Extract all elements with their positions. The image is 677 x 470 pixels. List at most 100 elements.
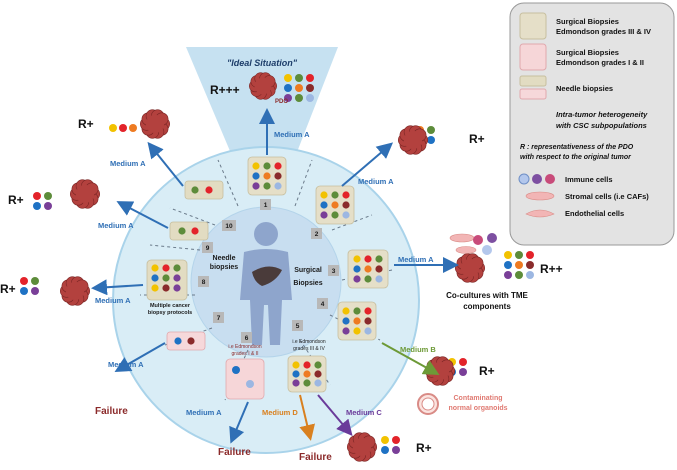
- result-5: R+: [416, 441, 432, 455]
- sector-number-10: 10: [225, 223, 233, 230]
- arrow-4: [381, 342, 440, 375]
- medium-label-10: Medium A: [110, 159, 146, 168]
- medium-label-5-purple: Medium C: [346, 408, 382, 417]
- legend-surgical-low-2: Edmondson grades I & II: [556, 58, 644, 67]
- box-cell: [173, 284, 181, 292]
- legend-endothelial: Endothelial cells: [565, 209, 624, 218]
- output-cell: [44, 192, 52, 200]
- box-cell: [263, 182, 271, 190]
- sector-number-2: 2: [315, 231, 319, 238]
- box-cell: [162, 274, 170, 282]
- legend-immune-cell-3: [545, 174, 555, 184]
- result-labels: R+++ PDO R+ R++ R+ R+ Failure Failure Fa…: [0, 83, 563, 463]
- output-cell: [31, 277, 39, 285]
- output-cell: [515, 261, 523, 269]
- needle-center-label-1: Needle: [213, 255, 236, 262]
- box-cell: [342, 201, 350, 209]
- legend-box: [509, 2, 675, 246]
- legend-stromal-icon: [525, 191, 555, 201]
- box-cell: [252, 182, 260, 190]
- legend-surgical-high-swatch: [519, 12, 547, 40]
- legend-endothelial-icon: [525, 209, 555, 218]
- sector-number-5: 5: [296, 323, 300, 330]
- box-cell: [342, 317, 350, 325]
- box-cell: [375, 265, 383, 273]
- output-cell: [306, 74, 314, 82]
- box-cell: [314, 370, 322, 378]
- medium-label-4: Medium B: [400, 345, 436, 354]
- box-cell: [274, 162, 282, 170]
- coculture-label-2: components: [463, 302, 511, 311]
- box-cell: [173, 264, 181, 272]
- result-2: R+: [469, 132, 485, 146]
- box-cell: [364, 327, 372, 335]
- result-6: Failure: [218, 447, 251, 458]
- box-cell: [364, 307, 372, 315]
- result-8: R+: [0, 282, 16, 296]
- result-7: Failure: [95, 406, 128, 417]
- output-cell: [526, 251, 534, 259]
- output-cell: [20, 287, 28, 295]
- arrow-9: [116, 201, 169, 229]
- box-cell: [173, 274, 181, 282]
- output-cell: [459, 358, 467, 366]
- sector-number-6: 6: [245, 335, 249, 342]
- box-cell: [263, 172, 271, 180]
- box-cell: [364, 265, 372, 273]
- medium-label-ideal: Medium A: [274, 130, 310, 139]
- box-cell: [353, 255, 361, 263]
- box-cell: [274, 172, 282, 180]
- output-cell: [33, 192, 41, 200]
- legend-surgical-high-1: Surgical Biopsies: [556, 17, 619, 26]
- sector-numbers: 1 2 3 4 5 6 7 8 9 10: [198, 199, 339, 343]
- organoid-icon: [398, 125, 429, 155]
- box-cell: [353, 265, 361, 273]
- box-cell: [252, 172, 260, 180]
- output-cell: [526, 261, 534, 269]
- cell-dots-layer: [20, 74, 550, 454]
- output-cell: [381, 446, 389, 454]
- surgical-center-label-1: Surgical: [294, 267, 322, 274]
- legend-needle-swatch-1: [519, 75, 547, 87]
- box-cell: [303, 361, 311, 369]
- grade-low-label-1: i.e Edmondson: [228, 344, 262, 350]
- organoid-icon: [69, 179, 100, 209]
- box-cell: [303, 379, 311, 387]
- output-cell: [33, 202, 41, 210]
- box-cell: [187, 337, 195, 345]
- output-cell: [284, 94, 292, 102]
- legend-stromal: Stromal cells (i.e CAFs): [565, 192, 649, 201]
- box-cell: [342, 307, 350, 315]
- sector-number-7: 7: [217, 315, 221, 322]
- output-cell: [31, 287, 39, 295]
- grade-low-label-2: grades I & II: [232, 351, 259, 357]
- output-cell: [284, 84, 292, 92]
- output-cell: [392, 436, 400, 444]
- box-cell: [320, 201, 328, 209]
- arrow-8: [91, 279, 144, 296]
- medium-label-6: Medium A: [186, 408, 222, 417]
- box-cell: [331, 201, 339, 209]
- legend-r-def-2: with respect to the original tumor: [520, 154, 632, 161]
- output-cell: [295, 94, 303, 102]
- box-cell: [375, 275, 383, 283]
- box-cell: [320, 211, 328, 219]
- box-cell: [342, 191, 350, 199]
- box-cell: [174, 337, 182, 345]
- pdo-label: PDO: [275, 99, 288, 105]
- sector-number-9: 9: [206, 245, 210, 252]
- grade-high-label-2: grades III & IV: [293, 346, 325, 352]
- surgical-center-label-2: Biopsies: [293, 280, 322, 287]
- result-9: R+: [8, 193, 24, 207]
- output-cell: [504, 251, 512, 259]
- box-cell: [162, 264, 170, 272]
- output-cell: [504, 271, 512, 279]
- medium-label-2: Medium A: [358, 177, 394, 186]
- legend-immune-cell-1: [518, 173, 530, 185]
- grade-high-label-1: i.e Edmondson: [292, 339, 326, 345]
- medium-label-9: Medium A: [98, 221, 134, 230]
- sector-number-3: 3: [332, 268, 336, 275]
- tme-cells: [449, 233, 497, 255]
